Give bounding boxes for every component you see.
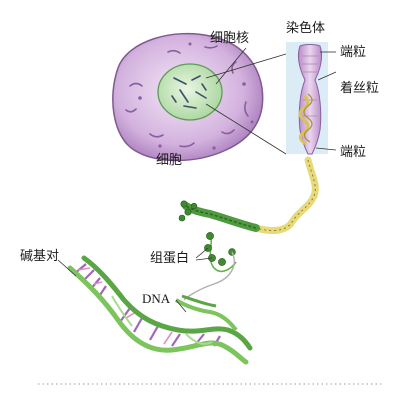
nucleus-shape bbox=[157, 63, 223, 121]
label-centromere: 着丝粒 bbox=[340, 81, 380, 96]
cell-illustration bbox=[112, 32, 264, 162]
label-histone: 组蛋白 bbox=[150, 251, 190, 266]
histone-pointers bbox=[195, 247, 213, 261]
label-base-pair: 碱基对 bbox=[20, 249, 60, 264]
label-chromosome: 染色体 bbox=[286, 21, 326, 36]
double-helix bbox=[57, 255, 253, 365]
chromosome-illustration bbox=[286, 42, 337, 155]
label-nucleus: 细胞核 bbox=[210, 31, 250, 46]
label-cell: 细胞 bbox=[156, 153, 183, 168]
label-dna: DNA bbox=[142, 291, 171, 306]
label-telomere-bottom: 端粒 bbox=[340, 145, 367, 160]
zoom-lines bbox=[205, 47, 287, 155]
label-telomere-top: 端粒 bbox=[340, 45, 367, 60]
chromatin-coil-illustration bbox=[178, 156, 319, 301]
